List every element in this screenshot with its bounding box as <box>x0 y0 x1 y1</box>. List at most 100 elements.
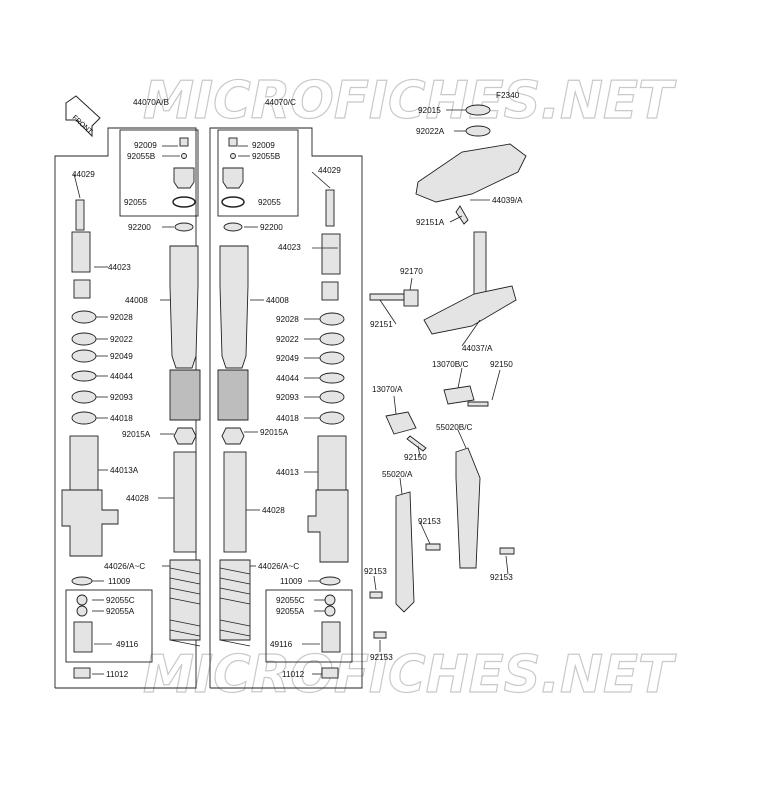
fork-left-top-box <box>119 129 199 217</box>
label-55020a: 55020/A <box>382 470 413 479</box>
label-49116-right: 49116 <box>270 640 293 649</box>
label-44044-right: 44044 <box>276 374 299 383</box>
label-44044-left: 44044 <box>110 372 133 381</box>
label-92200-left: 92200 <box>128 223 151 232</box>
label-44037: 44037/A <box>462 344 493 353</box>
clamp-92170 <box>403 289 419 307</box>
valve-49116-left <box>73 621 93 653</box>
label-92153-d: 92153 <box>370 653 393 662</box>
label-44018-left: 44018 <box>110 414 133 423</box>
clamp-13070bc <box>443 385 475 405</box>
label-13070bc: 13070B/C <box>432 360 469 369</box>
label-44023-left: 44023 <box>108 263 131 272</box>
bearing-92015 <box>465 104 491 116</box>
label-92151a: 92151A <box>416 218 445 227</box>
bolt-92009-left <box>179 137 189 147</box>
label-44013-right: 44013 <box>276 468 299 477</box>
label-92170: 92170 <box>400 267 423 276</box>
label-11012-left: 11012 <box>106 670 129 679</box>
collar-44023-left <box>71 231 91 273</box>
spring-44026-left <box>169 559 201 641</box>
washer-92200-left <box>174 222 194 232</box>
bolt-92150-b <box>406 435 427 452</box>
fork-left-assembly-box <box>54 127 197 689</box>
label-92015: 92015 <box>418 106 441 115</box>
label-92055b-left: 92055B <box>127 152 156 161</box>
outer-tube-base-left <box>169 369 201 421</box>
fork-left-parts <box>61 137 201 679</box>
bolt-92153-b <box>499 547 515 555</box>
label-92055a-left: 92055A <box>106 607 135 616</box>
part-labels: 44070A/B 44070/C 92009 92055B 92009 9205… <box>72 98 523 679</box>
clip-44044-right <box>319 372 345 384</box>
fork-left-valve-box <box>65 589 153 663</box>
watermark-top: MICROFICHES.NET <box>143 71 676 131</box>
bolt-92153-c <box>369 591 383 599</box>
label-92093-left: 92093 <box>110 393 133 402</box>
clip-44044-left <box>71 370 97 382</box>
label-44070ab: 44070A/B <box>133 98 170 107</box>
label-44029-left: 44029 <box>72 170 95 179</box>
clamp-13070a <box>385 411 417 435</box>
bolt-92150-a <box>467 401 489 407</box>
guard-55020bc <box>455 447 481 569</box>
oring-92055a-right <box>324 605 336 617</box>
seal-92093-left <box>71 390 97 404</box>
fork-right-assembly-box <box>209 127 363 689</box>
label-13070a: 13070/A <box>372 385 403 394</box>
nut-92015a-left <box>173 427 197 445</box>
label-92055c-right: 92055C <box>276 596 305 605</box>
label-92015a-left: 92015A <box>122 430 151 439</box>
bush-92028-left <box>71 310 97 324</box>
label-92153-c: 92153 <box>364 567 387 576</box>
spacer-right <box>321 281 339 301</box>
fork-right-top-box <box>217 129 299 217</box>
label-44039: 44039/A <box>492 196 523 205</box>
label-92093-right: 92093 <box>276 393 299 402</box>
valve-49116-right <box>321 621 341 653</box>
washer-92200-right <box>223 222 243 232</box>
oring-92055-right <box>221 196 245 208</box>
label-92022-left: 92022 <box>110 335 133 344</box>
label-11009-right: 11009 <box>280 577 303 586</box>
fork-cap-right <box>222 167 244 189</box>
label-11009-left: 11009 <box>108 577 131 586</box>
label-44026-right: 44026/A~C <box>258 562 299 571</box>
label-92028-left: 92028 <box>110 313 133 322</box>
label-11012-right: 11012 <box>282 670 305 679</box>
ring-92022-right <box>319 332 345 346</box>
collar-44023-right <box>321 233 341 275</box>
lower-bracket-44037 <box>423 285 517 335</box>
bolt-92153-a <box>425 543 441 551</box>
upper-bracket-44039 <box>415 143 527 203</box>
inner-tube-44013a <box>69 435 99 493</box>
bush-92028-right <box>319 312 345 326</box>
bolt-92151 <box>369 293 405 301</box>
oring-92055a-left <box>76 605 88 617</box>
guard-55020a <box>395 491 415 613</box>
label-92028-right: 92028 <box>276 315 299 324</box>
cap-11012-right <box>321 667 339 679</box>
label-44023-right: 44023 <box>278 243 301 252</box>
watermark-bottom: MICROFICHES.NET <box>143 645 676 705</box>
damper-44028-left <box>173 451 197 553</box>
label-55020bc: 55020B/C <box>436 423 473 432</box>
outer-tube-base-right <box>217 369 249 421</box>
oring-92055c-left <box>76 594 88 606</box>
bolt-92153-d <box>373 631 387 639</box>
label-92055-right: 92055 <box>258 198 281 207</box>
label-92009-right: 92009 <box>252 141 275 150</box>
axle-holder-right <box>307 489 349 563</box>
label-92150-b: 92150 <box>404 453 427 462</box>
oring-92055b-left <box>181 153 187 159</box>
label-92153-a: 92153 <box>418 517 441 526</box>
label-44070c: 44070/C <box>265 98 296 107</box>
washer-11009-left <box>71 576 93 586</box>
fork-right-parts <box>217 137 349 679</box>
bolt-92009-right <box>228 137 238 147</box>
label-44008-right: 44008 <box>266 296 289 305</box>
seal-92049-left <box>71 349 97 363</box>
oring-92055b-right <box>230 153 236 159</box>
